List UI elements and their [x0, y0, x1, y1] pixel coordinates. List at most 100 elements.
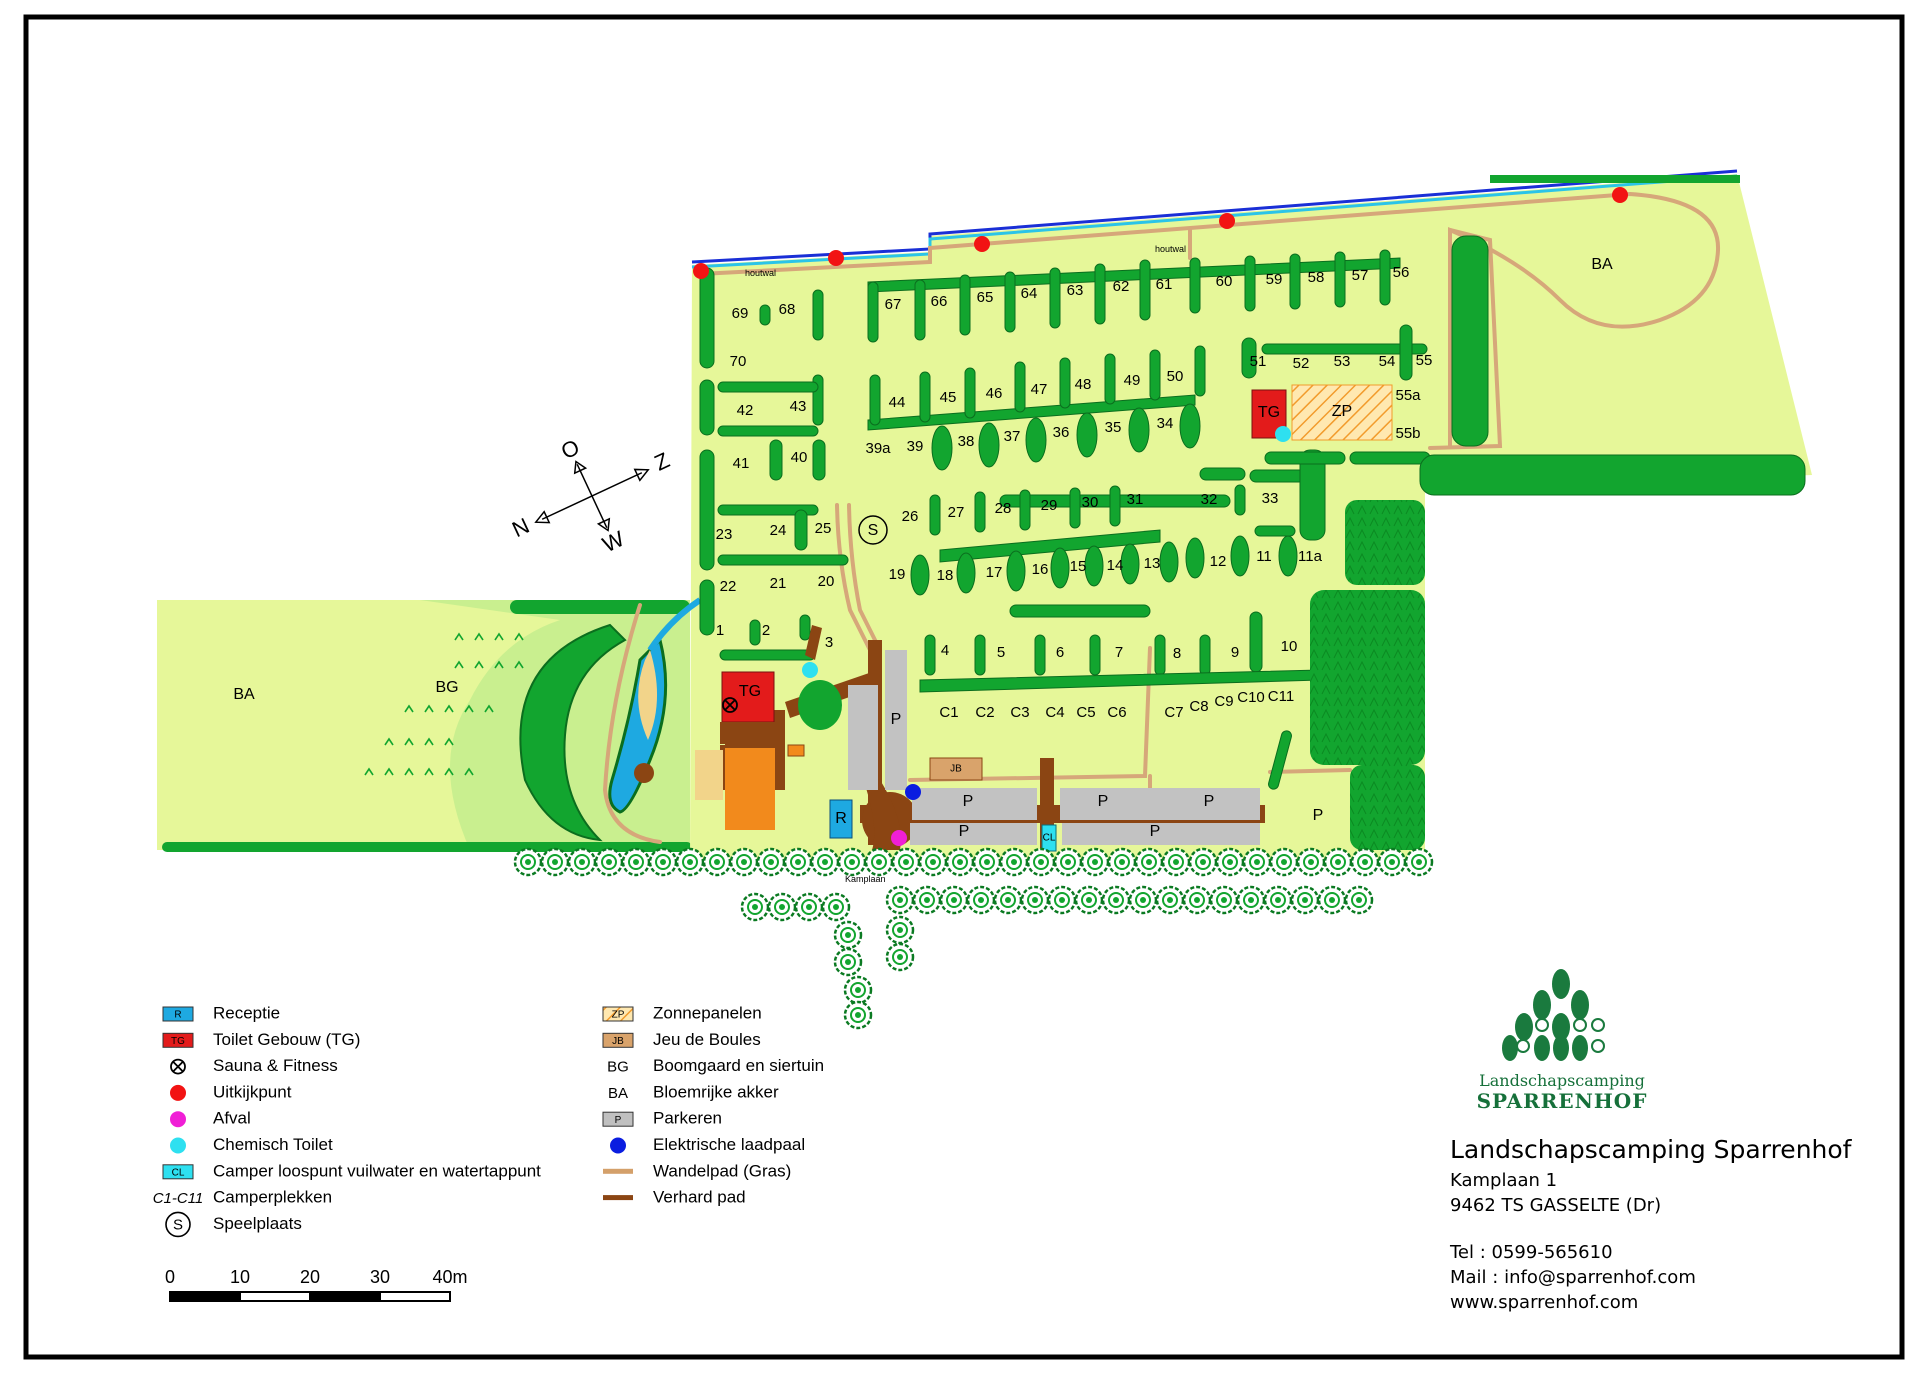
pitch-label[interactable]: 25 — [815, 520, 832, 537]
pitch-label[interactable]: 38 — [958, 433, 975, 450]
pitch-label[interactable]: 15 — [1070, 558, 1087, 575]
pitch-label[interactable]: 64 — [1021, 285, 1038, 302]
pitch-label[interactable]: 23 — [716, 526, 733, 543]
pitch-label[interactable]: C1 — [939, 704, 958, 721]
pitch-label[interactable]: 9 — [1231, 644, 1239, 661]
pitch-label[interactable]: C10 — [1237, 689, 1265, 706]
pitch-label[interactable]: C4 — [1045, 704, 1064, 721]
pitch-label[interactable]: C6 — [1107, 704, 1126, 721]
pitch-label[interactable]: 22 — [720, 578, 737, 595]
pitch-label[interactable]: 16 — [1032, 561, 1049, 578]
pitch-label[interactable]: C11 — [1268, 688, 1294, 705]
pitch-label[interactable]: 11a — [1298, 548, 1323, 565]
pitch-label[interactable]: 31 — [1127, 491, 1144, 508]
pitch-label[interactable]: 40 — [791, 449, 808, 466]
pitch-label[interactable]: 61 — [1156, 276, 1173, 293]
pitch-label[interactable]: C3 — [1010, 704, 1029, 721]
chemical-toilet-dot[interactable] — [1275, 426, 1291, 442]
pitch-label[interactable]: 62 — [1113, 278, 1130, 295]
pitch-label[interactable]: 4 — [941, 642, 949, 659]
lookout-dot[interactable] — [1219, 213, 1235, 229]
lookout-dot[interactable] — [828, 250, 844, 266]
pitch-label[interactable]: 47 — [1031, 381, 1048, 398]
contact-website[interactable]: www.sparrenhof.com — [1450, 1292, 1638, 1313]
pitch-label[interactable]: 59 — [1266, 271, 1283, 288]
reception-building[interactable] — [829, 799, 853, 839]
boules-court[interactable] — [929, 757, 983, 781]
pitch-label[interactable]: 24 — [770, 522, 787, 539]
pitch-label[interactable]: 70 — [730, 353, 747, 370]
pitch-label[interactable]: 20 — [818, 573, 835, 590]
pitch-label[interactable]: 60 — [1216, 273, 1233, 290]
playground-icon[interactable] — [858, 515, 888, 545]
contact-tel[interactable]: Tel : 0599-565610 — [1449, 1242, 1613, 1263]
pitch-label[interactable]: 41 — [733, 455, 750, 472]
pitch-label[interactable]: 37 — [1004, 428, 1021, 445]
pitch-label[interactable]: 65 — [977, 289, 994, 306]
pitch-label[interactable]: 39a — [865, 440, 891, 457]
pitch-label[interactable]: 2 — [762, 622, 770, 639]
pitch-label[interactable]: 26 — [902, 508, 919, 525]
lookout-dot[interactable] — [974, 236, 990, 252]
pitch-label[interactable]: 69 — [732, 305, 749, 322]
pitch-label[interactable]: 8 — [1173, 645, 1181, 662]
pitch-label[interactable]: C5 — [1076, 704, 1095, 721]
pitch-label[interactable]: 57 — [1352, 267, 1369, 284]
pitch-label[interactable]: 58 — [1308, 269, 1325, 286]
pitch-label[interactable]: 53 — [1334, 353, 1351, 370]
pitch-label[interactable]: 50 — [1167, 368, 1184, 385]
solar-panel-field[interactable] — [1291, 384, 1393, 441]
pitch-label[interactable]: 42 — [737, 402, 754, 419]
pitch-label[interactable]: C7 — [1164, 704, 1183, 721]
pitch-label[interactable]: 35 — [1105, 419, 1122, 436]
pitch-label[interactable]: 36 — [1053, 424, 1070, 441]
pitch-label[interactable]: 45 — [940, 389, 957, 406]
pitch-label[interactable]: 68 — [779, 301, 796, 318]
pitch-label[interactable]: 17 — [986, 564, 1003, 581]
pitch-label[interactable]: 48 — [1075, 376, 1092, 393]
waste-dot[interactable] — [891, 830, 907, 846]
pitch-label[interactable]: 43 — [790, 398, 807, 415]
lookout-dot[interactable] — [693, 263, 709, 279]
pitch-label[interactable]: 10 — [1281, 638, 1298, 655]
pitch-label[interactable]: 46 — [986, 385, 1003, 402]
pitch-label[interactable]: 21 — [770, 575, 787, 592]
pitch-label[interactable]: C9 — [1214, 693, 1233, 710]
pitch-label[interactable]: 49 — [1124, 372, 1141, 389]
pitch-label[interactable]: 12 — [1210, 553, 1227, 570]
pitch-label[interactable]: 19 — [889, 566, 906, 583]
pitch-label[interactable]: 5 — [997, 644, 1005, 661]
pitch-label[interactable]: 52 — [1293, 355, 1310, 372]
pitch-label[interactable]: 56 — [1393, 264, 1410, 281]
pitch-label[interactable]: 30 — [1082, 494, 1099, 511]
pitch-label[interactable]: C8 — [1189, 698, 1208, 715]
pitch-label[interactable]: 66 — [931, 293, 948, 310]
pitch-label[interactable]: 27 — [948, 504, 965, 521]
pitch-label[interactable]: 34 — [1157, 415, 1174, 432]
pitch-label[interactable]: 3 — [825, 634, 833, 651]
pitch-label[interactable]: 13 — [1144, 555, 1161, 572]
pitch-label[interactable]: 29 — [1041, 497, 1058, 514]
pitch-label[interactable]: 67 — [885, 296, 902, 313]
lookout-dot[interactable] — [1612, 187, 1628, 203]
charger-dot[interactable] — [905, 784, 921, 800]
pitch-label[interactable]: 32 — [1201, 491, 1218, 508]
sauna-icon[interactable] — [722, 697, 738, 713]
pitch-label[interactable]: 55b — [1395, 425, 1420, 442]
pitch-label[interactable]: 33 — [1262, 490, 1279, 507]
pitch-label[interactable]: 28 — [995, 500, 1012, 517]
pitch-label[interactable]: 39 — [907, 438, 924, 455]
chemical-toilet-dot[interactable] — [802, 662, 818, 678]
pitch-label[interactable]: 51 — [1250, 353, 1267, 370]
pitch-label[interactable]: C2 — [975, 704, 994, 721]
pitch-label[interactable]: 55a — [1395, 387, 1421, 404]
main-building-tg[interactable] — [721, 671, 775, 723]
pitch-label[interactable]: 44 — [889, 394, 906, 411]
pitch-label[interactable]: 11 — [1256, 548, 1272, 565]
pitch-label[interactable]: 6 — [1056, 644, 1064, 661]
pitch-label[interactable]: 63 — [1067, 282, 1084, 299]
pitch-label[interactable]: 14 — [1107, 557, 1124, 574]
pitch-label[interactable]: 55 — [1416, 352, 1433, 369]
pitch-label[interactable]: 18 — [937, 567, 954, 584]
pitch-label[interactable]: 7 — [1115, 644, 1123, 661]
